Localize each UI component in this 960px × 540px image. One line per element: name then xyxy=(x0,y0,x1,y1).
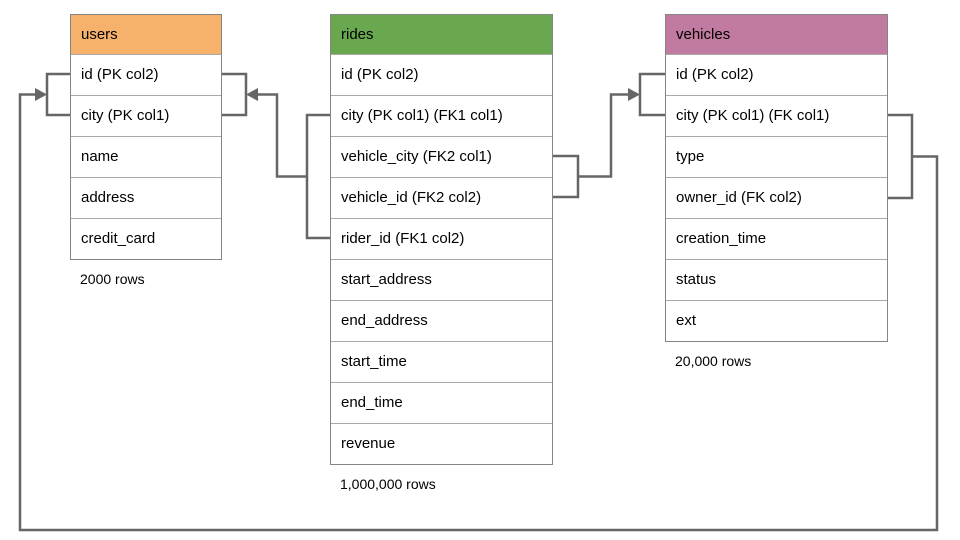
vehicles-right-bracket xyxy=(888,113,914,200)
column-row: city (PK col1) (FK col1) xyxy=(666,95,887,136)
table-rides-header: rides xyxy=(331,15,552,54)
vehicles-left-bracket xyxy=(638,72,665,117)
column-row: end_time xyxy=(331,382,552,423)
table-vehicles-columns: id (PK col2)city (PK col1) (FK col1)type… xyxy=(666,54,887,341)
table-rides-columns: id (PK col2)city (PK col1) (FK1 col1)veh… xyxy=(331,54,552,464)
column-row: revenue xyxy=(331,423,552,464)
column-row: ext xyxy=(666,300,887,341)
table-users-rowcount: 2000 rows xyxy=(80,271,145,287)
column-row: city (PK col1) (FK1 col1) xyxy=(331,95,552,136)
column-row: id (PK col2) xyxy=(71,54,221,95)
table-rides-box: rides id (PK col2)city (PK col1) (FK1 co… xyxy=(330,14,553,465)
table-users-header: users xyxy=(71,15,221,54)
column-row: id (PK col2) xyxy=(666,54,887,95)
users-right-bracket xyxy=(222,72,248,117)
table-rides-rowcount: 1,000,000 rows xyxy=(340,476,436,492)
column-row: name xyxy=(71,136,221,177)
column-row: id (PK col2) xyxy=(331,54,552,95)
column-row: rider_id (FK1 col2) xyxy=(331,218,552,259)
column-row: end_address xyxy=(331,300,552,341)
arrowhead-into-users-right xyxy=(246,88,258,101)
column-row: start_address xyxy=(331,259,552,300)
users-left-bracket xyxy=(45,72,70,117)
table-vehicles-box: vehicles id (PK col2)city (PK col1) (FK … xyxy=(665,14,888,342)
column-row: owner_id (FK col2) xyxy=(666,177,887,218)
column-row: type xyxy=(666,136,887,177)
column-row: address xyxy=(71,177,221,218)
arrowhead-into-vehicles-left xyxy=(628,88,640,101)
fk2-rides-to-vehicles-line xyxy=(578,93,631,178)
column-row: status xyxy=(666,259,887,300)
column-row: credit_card xyxy=(71,218,221,259)
column-row: creation_time xyxy=(666,218,887,259)
column-row: start_time xyxy=(331,341,552,382)
table-rides: rides id (PK col2)city (PK col1) (FK1 co… xyxy=(330,14,553,492)
column-row: vehicle_id (FK2 col2) xyxy=(331,177,552,218)
table-vehicles-header: vehicles xyxy=(666,15,887,54)
column-row: city (PK col1) xyxy=(71,95,221,136)
column-row: vehicle_city (FK2 col1) xyxy=(331,136,552,177)
table-vehicles-rowcount: 20,000 rows xyxy=(675,353,752,369)
rides-left-bracket xyxy=(305,113,330,240)
table-vehicles: vehicles id (PK col2)city (PK col1) (FK … xyxy=(665,14,888,369)
fk1-rides-to-users-line xyxy=(250,93,307,178)
rides-right-bracket xyxy=(553,154,580,199)
arrowhead-into-users-left xyxy=(35,88,47,101)
